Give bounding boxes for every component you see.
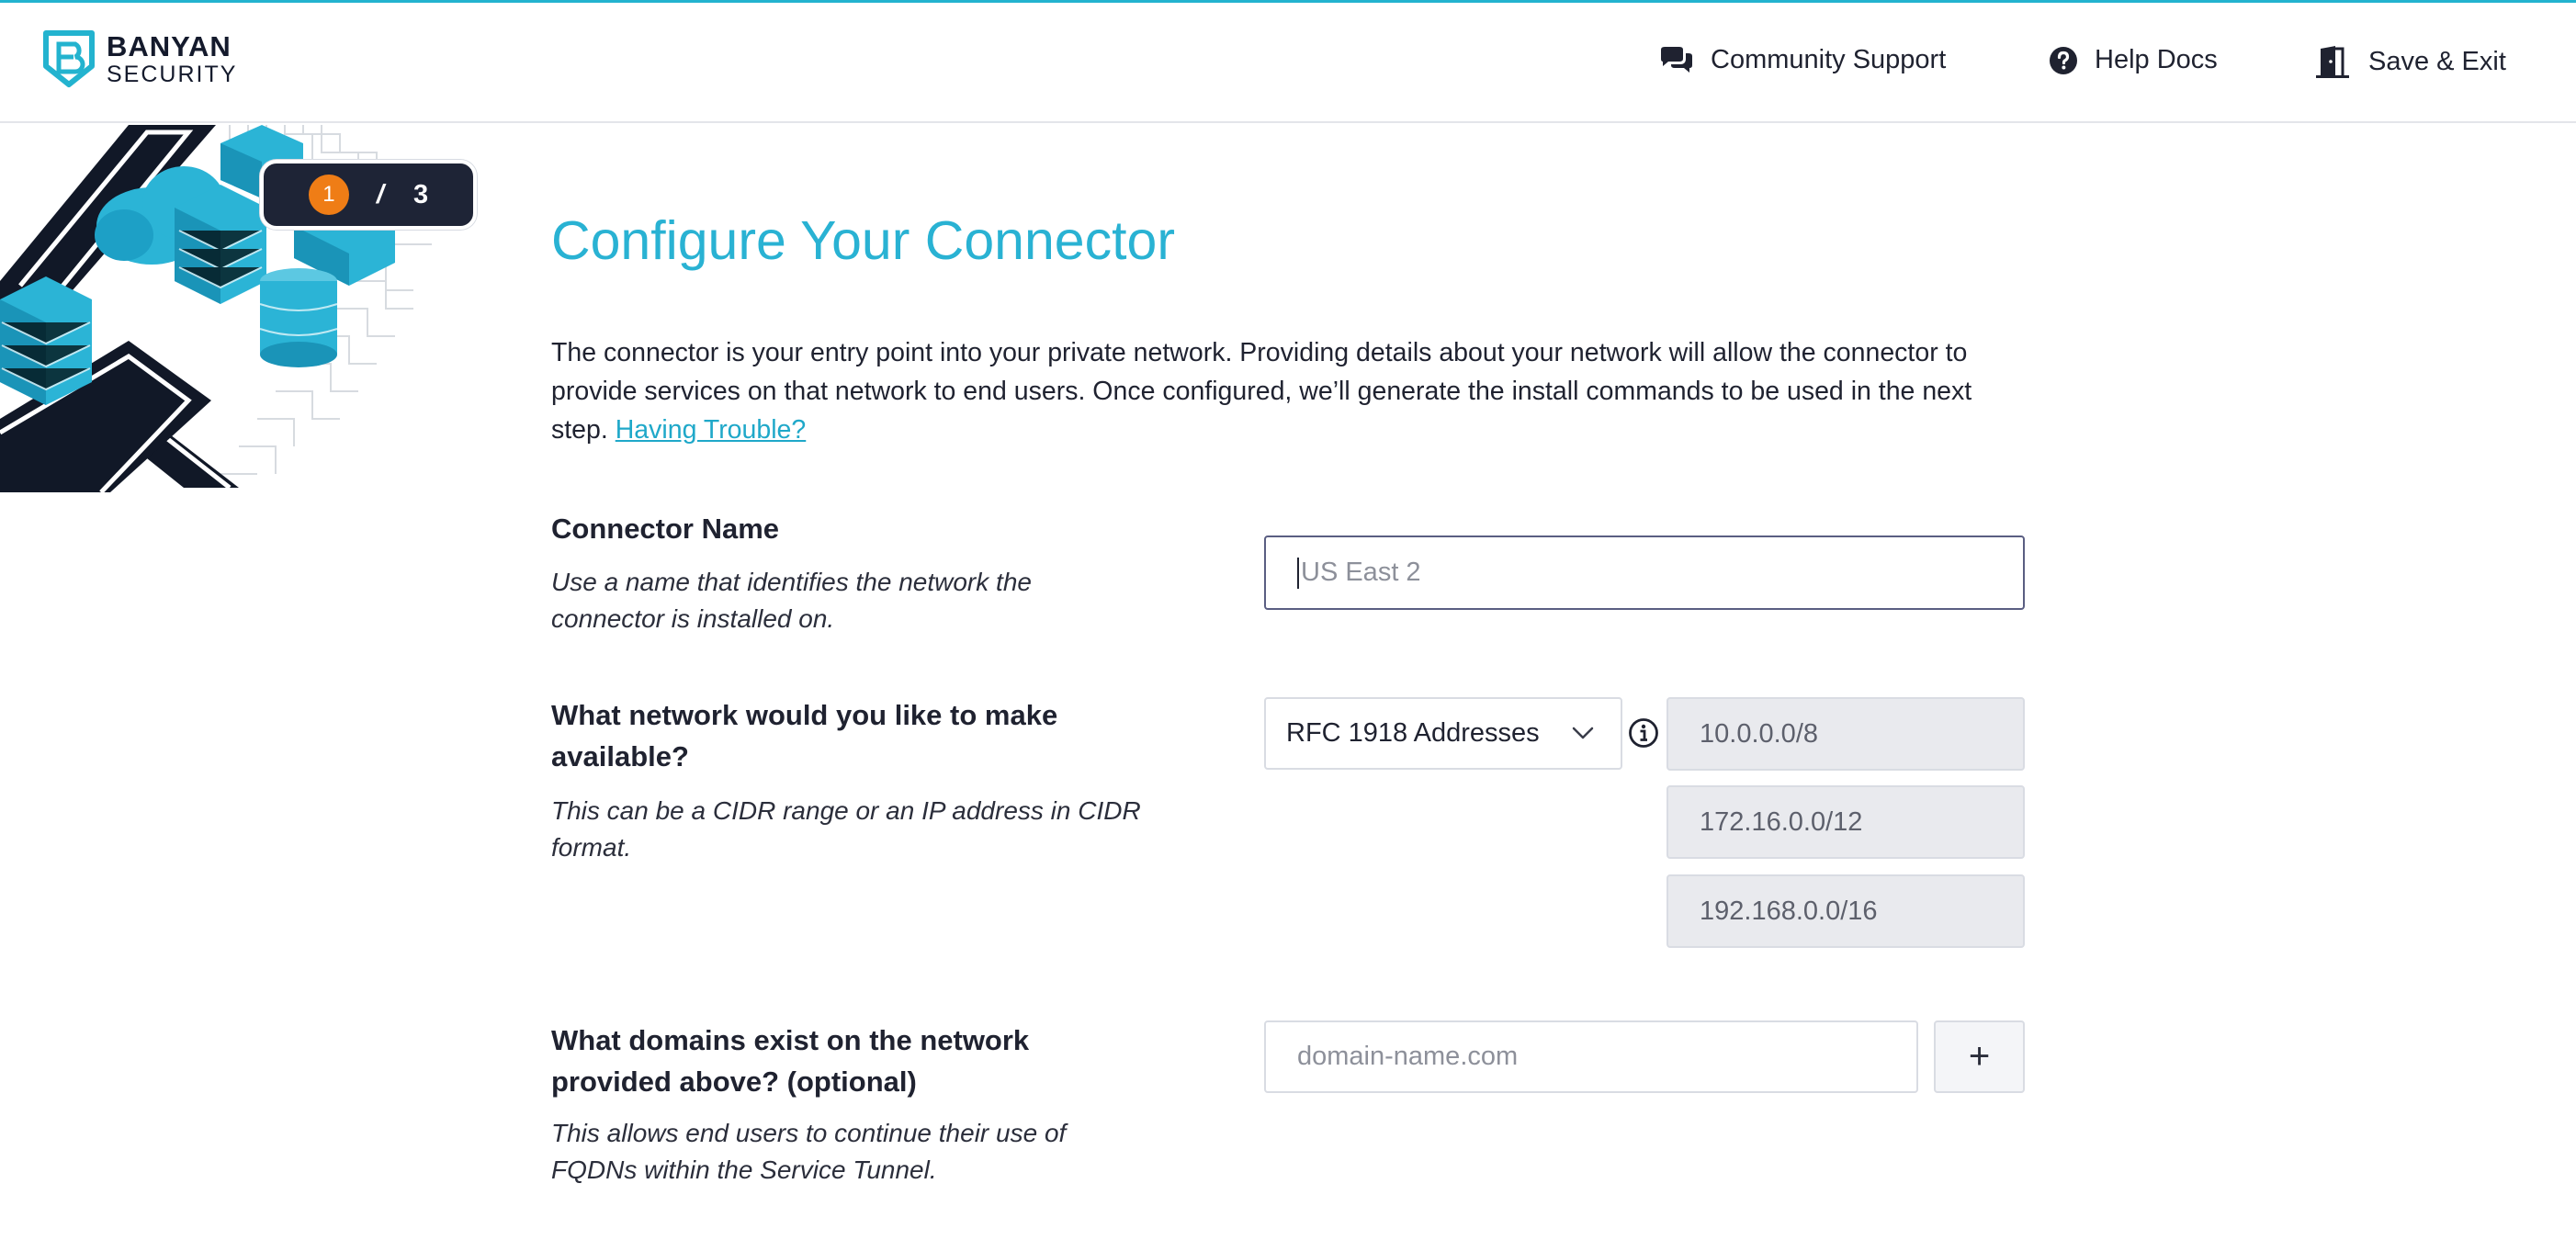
- connector-name-label: Connector Name: [551, 513, 780, 545]
- step-separator: /: [376, 179, 384, 209]
- cidr-field-2: 172.16.0.0/12: [1666, 785, 2025, 859]
- banyan-logo[interactable]: BANYAN SECURITY: [42, 28, 237, 89]
- cidr-field-1: 10.0.0.0/8: [1666, 697, 2025, 771]
- banyan-shield-icon: [43, 30, 95, 87]
- network-label: What network would you like to make avai…: [551, 699, 1058, 772]
- cidr-value: 10.0.0.0/8: [1700, 718, 1818, 749]
- door-exit-icon: [2316, 46, 2349, 78]
- page-title: Configure Your Connector: [551, 210, 1175, 271]
- help-docs-link[interactable]: Help Docs: [2049, 45, 2218, 75]
- chevron-down-icon: [1572, 727, 1594, 739]
- brand-name: BANYAN: [107, 29, 232, 62]
- community-support-link[interactable]: Community Support: [1659, 45, 1946, 75]
- connector-name-hint: Use a name that identifies the network t…: [551, 568, 1032, 633]
- app-header: BANYAN SECURITY Community Support Help D…: [0, 3, 2576, 123]
- help-docs-label: Help Docs: [2095, 45, 2218, 74]
- connector-name-placeholder: US East 2: [1301, 558, 1421, 587]
- save-and-exit-link[interactable]: Save & Exit: [2315, 45, 2506, 78]
- text-caret: [1297, 557, 1299, 589]
- domain-input[interactable]: domain-name.com: [1264, 1020, 1918, 1093]
- current-step-number: 1: [308, 175, 349, 215]
- question-circle-icon: [2050, 46, 2077, 74]
- network-hint: This can be a CIDR range or an IP addres…: [551, 796, 1141, 862]
- info-icon[interactable]: [1628, 717, 1659, 749]
- community-support-label: Community Support: [1711, 45, 1947, 74]
- network-type-value: RFC 1918 Addresses: [1286, 718, 1540, 748]
- top-accent-bar: [0, 0, 2576, 3]
- chat-bubbles-icon: [1661, 46, 1692, 73]
- step-indicator: 1 / 3: [260, 160, 477, 230]
- intro-text: The connector is your entry point into y…: [551, 338, 1972, 445]
- add-domain-button[interactable]: +: [1934, 1020, 2025, 1093]
- connector-name-input[interactable]: US East 2: [1264, 535, 2025, 610]
- network-type-select[interactable]: RFC 1918 Addresses: [1264, 697, 1622, 770]
- total-steps: 3: [412, 179, 429, 209]
- having-trouble-link[interactable]: Having Trouble?: [615, 415, 807, 445]
- cidr-value: 172.16.0.0/12: [1700, 806, 1863, 837]
- domain-placeholder: domain-name.com: [1297, 1042, 1519, 1071]
- domains-label: What domains exist on the network provid…: [551, 1024, 1030, 1098]
- intro-paragraph: The connector is your entry point into y…: [551, 333, 2030, 449]
- cidr-value: 192.168.0.0/16: [1700, 896, 1878, 926]
- cidr-field-3: 192.168.0.0/16: [1666, 874, 2025, 948]
- brand-subtitle: SECURITY: [107, 61, 238, 87]
- save-and-exit-label: Save & Exit: [2368, 46, 2506, 76]
- domains-hint: This allows end users to continue their …: [551, 1119, 1067, 1184]
